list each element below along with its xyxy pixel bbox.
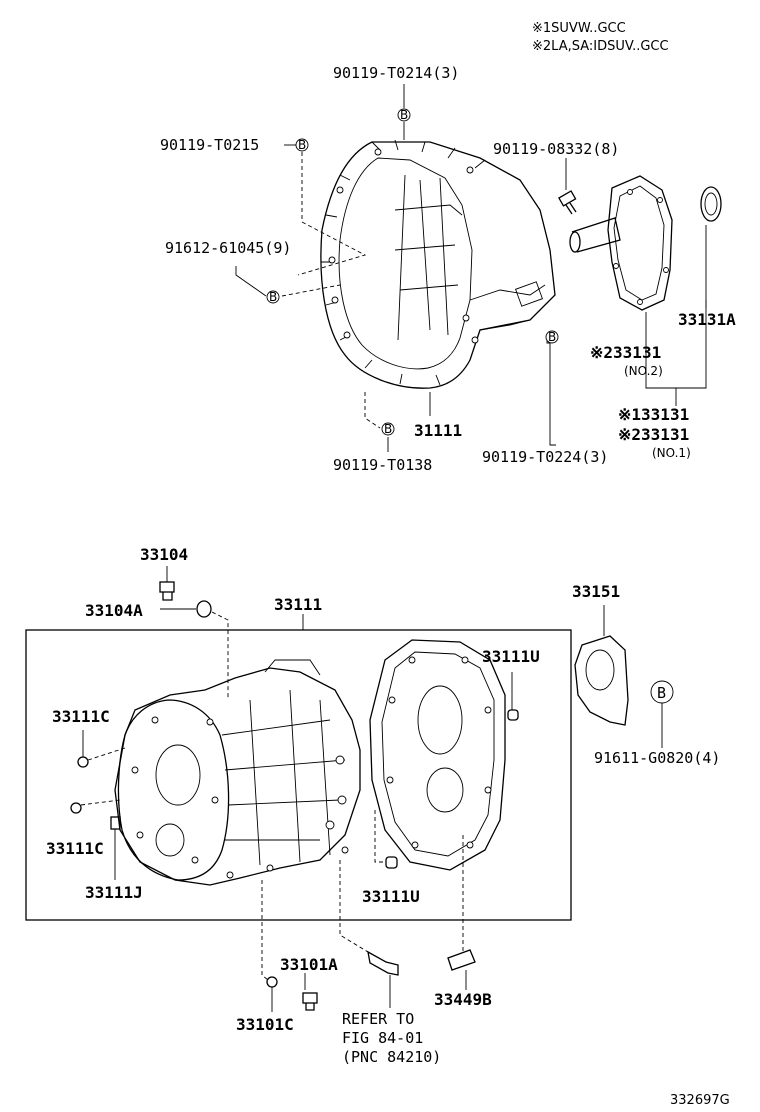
label-90119-T0215: 90119-T0215: [160, 136, 259, 154]
bolt-marker-icon: [295, 138, 309, 152]
label-233131: ※233131: [618, 425, 689, 444]
label-90119-T0138: 90119-T0138: [333, 456, 432, 474]
bolt-marker-letter: B: [384, 422, 392, 436]
label-33104A: 33104A: [85, 601, 143, 620]
plug-33104-drawing: [159, 566, 175, 601]
refer-line-1: REFER TO: [342, 1010, 414, 1028]
bolt-marker-letter: B: [548, 330, 556, 344]
label-33104: 33104: [140, 545, 188, 564]
diagram-id: 332697G: [670, 1093, 730, 1108]
label-33111J: 33111J: [85, 883, 143, 902]
clutch-housing-drawing: [320, 139, 556, 389]
bolt-marker-letter: B: [298, 138, 306, 152]
label-33449B: 33449B: [434, 990, 492, 1009]
label-33111: 33111: [274, 595, 322, 614]
upper-b-markers: B B B B B: [266, 108, 559, 436]
note-2: ※2LA,SA:IDSUV..GCC: [532, 39, 669, 54]
bolt-marker-icon: [397, 108, 411, 122]
bolt-marker-icon: [650, 680, 674, 704]
bearing-retainer-drawing: [569, 175, 673, 311]
label-33151: 33151: [572, 582, 620, 601]
label-133131: ※133131: [618, 405, 689, 424]
bolt-marker-icon: [545, 330, 559, 344]
note-1: ※1SUVW..GCC: [532, 21, 626, 36]
transmission-case-drawing: [114, 659, 361, 886]
label-33131-no2-sub: (NO.2): [624, 364, 663, 378]
label-90119-T0214: 90119-T0214(3): [333, 64, 459, 82]
label-90119-T0224: 90119-T0224(3): [482, 448, 608, 466]
case-assembly-box: [25, 629, 572, 921]
bolt-90119-08332-drawing: [558, 190, 577, 215]
label-33131-no2-code: ※233131: [590, 343, 661, 362]
gasket-33104A-drawing: [160, 600, 229, 700]
oil-seal-drawing: [700, 186, 722, 222]
refer-line-3: (PNC 84210): [342, 1048, 441, 1066]
lower-leader-lines: [80, 672, 663, 1012]
refer-line-2: FIG 84-01: [342, 1029, 423, 1047]
label-31111: 31111: [414, 421, 462, 440]
label-33101C: 33101C: [236, 1015, 294, 1034]
upper-leader-lines: [235, 84, 707, 452]
label-33111C-bottom: 33111C: [46, 839, 104, 858]
bolt-marker-letter: B: [657, 684, 666, 702]
case-rear-plate-drawing: [369, 639, 506, 871]
label-90119-08332: 90119-08332(8): [493, 140, 619, 158]
label-33101A: 33101A: [280, 955, 338, 974]
label-33131A: 33131A: [678, 310, 736, 329]
bolt-marker-letter: B: [400, 108, 408, 122]
label-33131-no1-sub: (NO.1): [652, 446, 691, 460]
washer-marker-icon: [266, 290, 280, 304]
lower-b-marker: B: [650, 680, 674, 704]
label-91611-G0820: 91611-G0820(4): [594, 749, 720, 767]
label-33111C-top: 33111C: [52, 707, 110, 726]
label-91612-61045: 91612-61045(9): [165, 239, 291, 257]
label-33111U-bottom: 33111U: [362, 887, 420, 906]
bolt-marker-letter: B: [269, 290, 277, 304]
bolt-marker-icon: [381, 422, 395, 436]
gasket-33151-drawing: [574, 605, 629, 726]
pins-and-plugs-drawing: [70, 709, 519, 1011]
label-33111U-top: 33111U: [482, 647, 540, 666]
